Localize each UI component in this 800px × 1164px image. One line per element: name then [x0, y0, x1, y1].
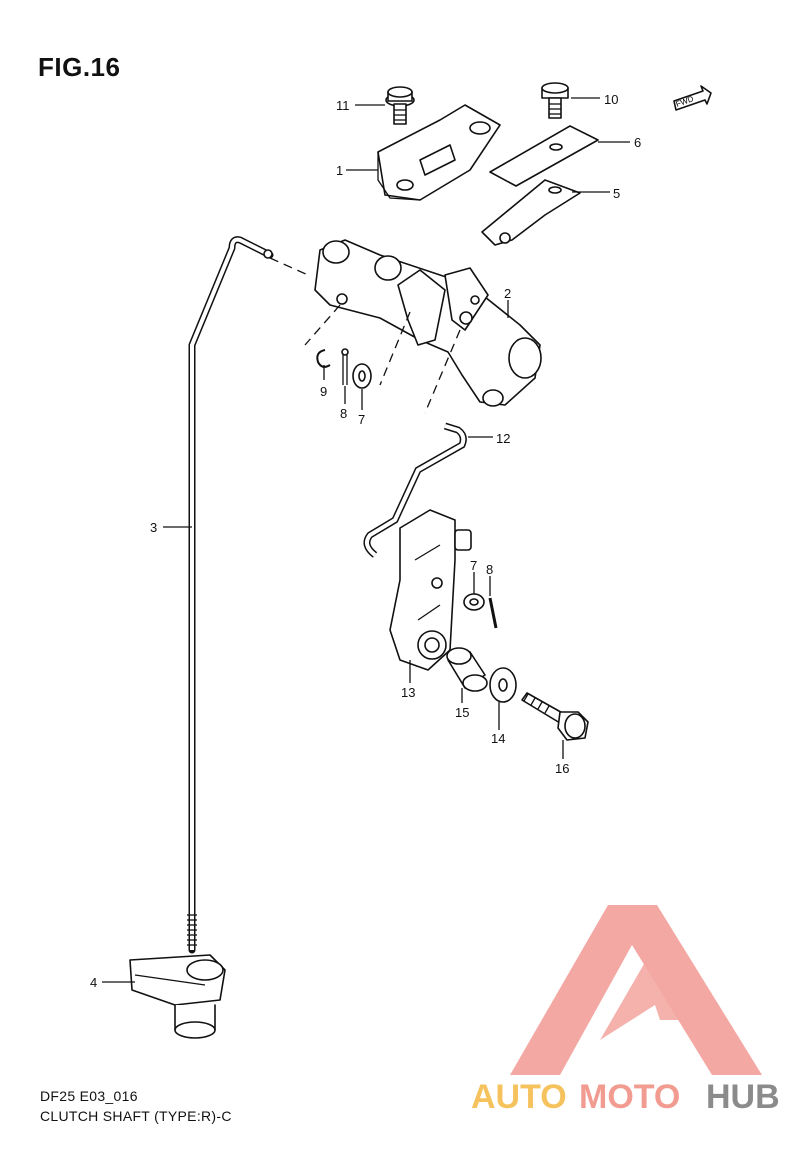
part-16-bolt [521, 692, 589, 741]
callout-12: 12 [496, 431, 510, 446]
callout-14: 14 [491, 731, 505, 746]
part-4-grommet [129, 954, 226, 1039]
part-7-washer-2 [463, 593, 485, 611]
part-2-shaft-assembly [314, 239, 542, 407]
callout-8: 8 [340, 406, 347, 421]
part-7-washer [352, 363, 372, 389]
watermark-triangle-inner [600, 945, 700, 1040]
callout-6: 6 [634, 135, 641, 150]
callout-3: 3 [150, 520, 157, 535]
callout-2: 2 [504, 286, 511, 301]
watermark-text-moto: MOTO [579, 1078, 680, 1116]
part-14-washer [489, 667, 517, 703]
figure-caption: CLUTCH SHAFT (TYPE:R)-C [40, 1108, 232, 1124]
part-3-clutch-rod [187, 236, 274, 954]
callout-4: 4 [90, 975, 97, 990]
fwd-arrow: FWD [673, 85, 712, 111]
part-15-collar [446, 647, 488, 692]
part-8-pin [341, 348, 349, 385]
part-6-plate [489, 125, 599, 187]
callout-7-second: 7 [470, 558, 477, 573]
callout-11: 11 [336, 98, 350, 113]
part-8-pin-2 [488, 597, 498, 629]
watermark-triangle-outer [510, 905, 762, 1075]
figure-title: FIG.16 [38, 52, 121, 82]
part-13-lever-arm [389, 509, 472, 671]
callout-15: 15 [455, 705, 469, 720]
callout-7: 7 [358, 412, 365, 427]
part-1-bracket [377, 104, 501, 201]
part-12-link-rod [363, 422, 467, 558]
callout-9: 9 [320, 384, 327, 399]
part-10-bolt [541, 82, 569, 119]
figure-code: DF25 E03_016 [40, 1088, 138, 1104]
rod-thread [187, 914, 197, 946]
leader-lines [102, 97, 630, 983]
part-11-bolt [385, 86, 415, 125]
callout-13: 13 [401, 685, 415, 700]
assembly-dashes [269, 257, 461, 414]
watermark-text-hub: HUB [706, 1078, 780, 1116]
callout-10: 10 [604, 92, 618, 107]
callout-8-second: 8 [486, 562, 493, 577]
callout-1: 1 [336, 163, 343, 178]
callout-numbers: 11 1 10 6 5 2 12 3 4 9 8 7 7 8 13 15 14 … [90, 92, 641, 990]
part-5-lever [481, 179, 581, 246]
callout-16: 16 [555, 761, 569, 776]
part-9-clip [316, 349, 331, 368]
callout-5: 5 [613, 186, 620, 201]
watermark-text-auto: AUTO [471, 1078, 567, 1116]
watermark-logo: AUTO MOTO HUB [471, 905, 780, 1116]
